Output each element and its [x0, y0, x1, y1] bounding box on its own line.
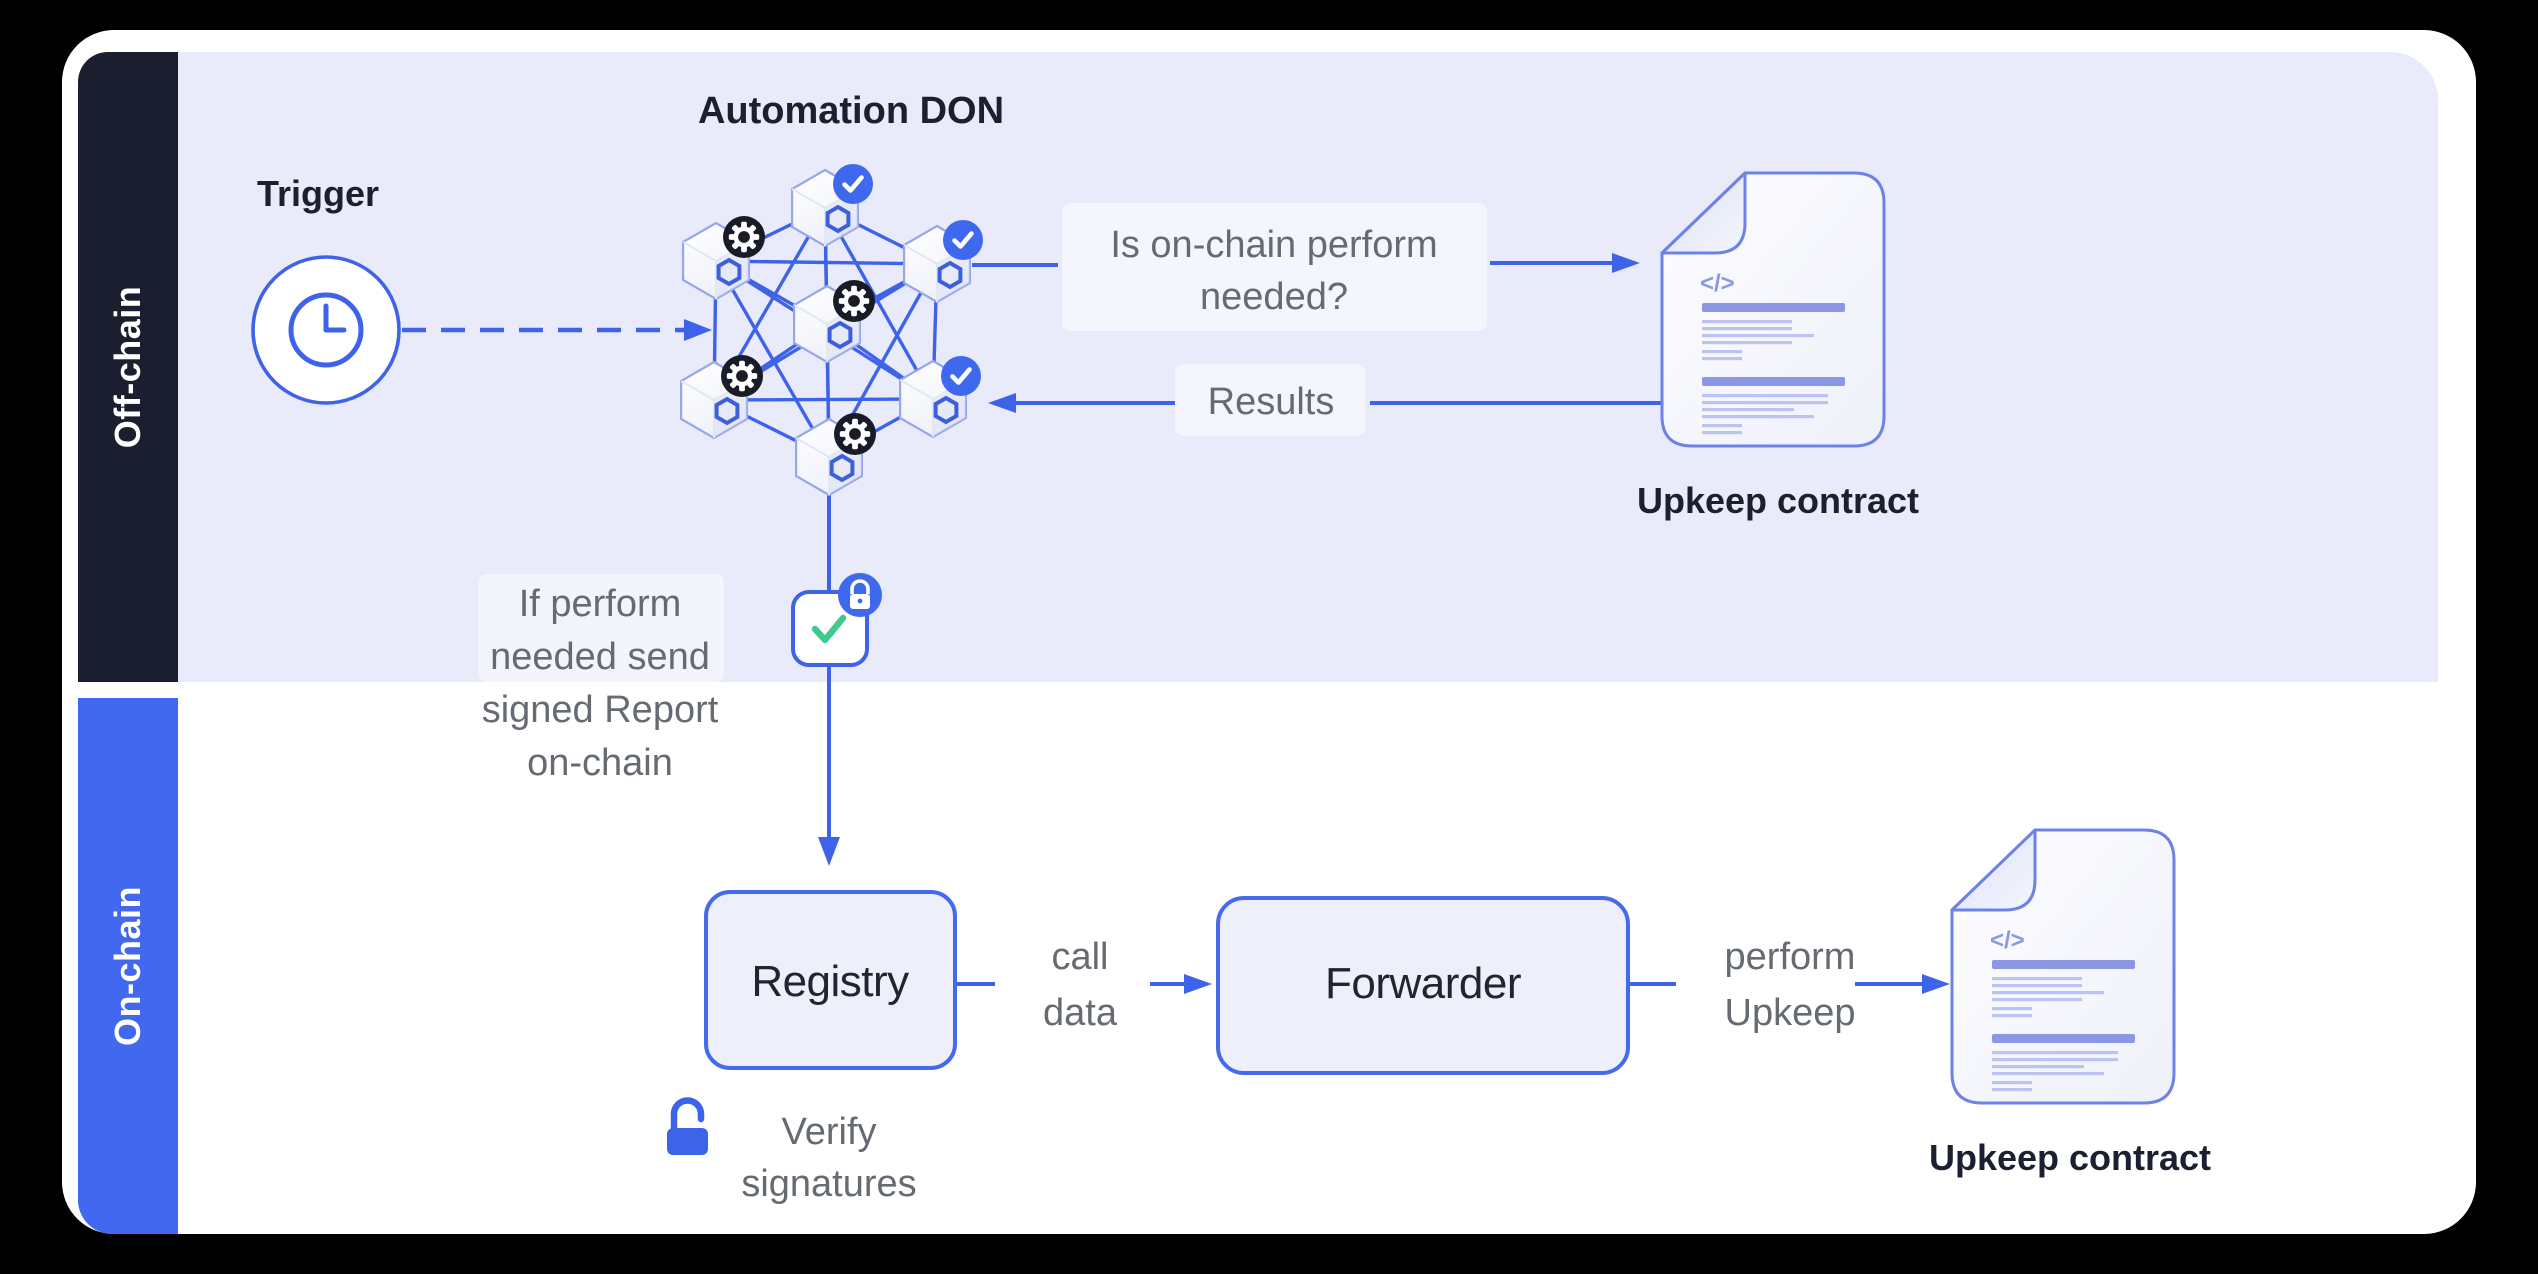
upkeep-contract-label-onchain: Upkeep contract — [1928, 1137, 2212, 1178]
signed-report-check-icon — [791, 573, 882, 667]
gear-badge-icon — [833, 280, 875, 322]
call-data-line-1: call — [1051, 936, 1109, 978]
gear-badge-icon — [723, 216, 765, 258]
perform-upkeep-line-2: Upkeep — [1724, 992, 1856, 1034]
report-note-line-3: signed Report — [481, 689, 719, 731]
don-title: Automation DON — [697, 90, 1005, 132]
results-label: Results — [1207, 381, 1335, 423]
arrow-heads — [684, 253, 1950, 994]
lock-badge-icon — [838, 573, 882, 617]
check-badge-icon — [943, 220, 983, 260]
contract-document-icon — [1950, 828, 2176, 1105]
registry-box — [704, 890, 957, 1070]
contract-document-icon — [1660, 171, 1886, 448]
report-note-line-2: needed send — [490, 636, 710, 678]
call-data-line-2: data — [1043, 992, 1117, 1034]
don-network-nodes — [679, 164, 983, 497]
report-note-line-4: on-chain — [527, 742, 673, 784]
trigger-clock-icon — [251, 255, 401, 405]
registry-label: Registry — [751, 957, 909, 1006]
trigger-label: Trigger — [256, 173, 380, 214]
verify-line-2: signatures — [741, 1163, 917, 1205]
unlock-icon — [667, 1097, 708, 1155]
check-badge-icon — [833, 164, 873, 204]
report-note-line-1: If perform — [518, 583, 682, 625]
gear-badge-icon — [834, 413, 876, 455]
onchain-sidebar — [78, 698, 178, 1234]
perform-upkeep-line-1: perform — [1724, 936, 1856, 978]
label-backgrounds — [478, 203, 1487, 682]
forwarder-label: Forwarder — [1325, 959, 1522, 1008]
question-line-2: needed? — [1200, 276, 1348, 318]
flow-arrows — [402, 261, 1924, 986]
check-badge-icon — [941, 356, 981, 396]
gear-badge-icon — [721, 355, 763, 397]
offchain-sidebar — [78, 52, 178, 682]
upkeep-contract-label-offchain: Upkeep contract — [1636, 480, 1920, 521]
verify-line-1: Verify — [781, 1111, 877, 1153]
question-line-1: Is on-chain perform — [1110, 224, 1438, 266]
forwarder-box — [1216, 896, 1630, 1075]
